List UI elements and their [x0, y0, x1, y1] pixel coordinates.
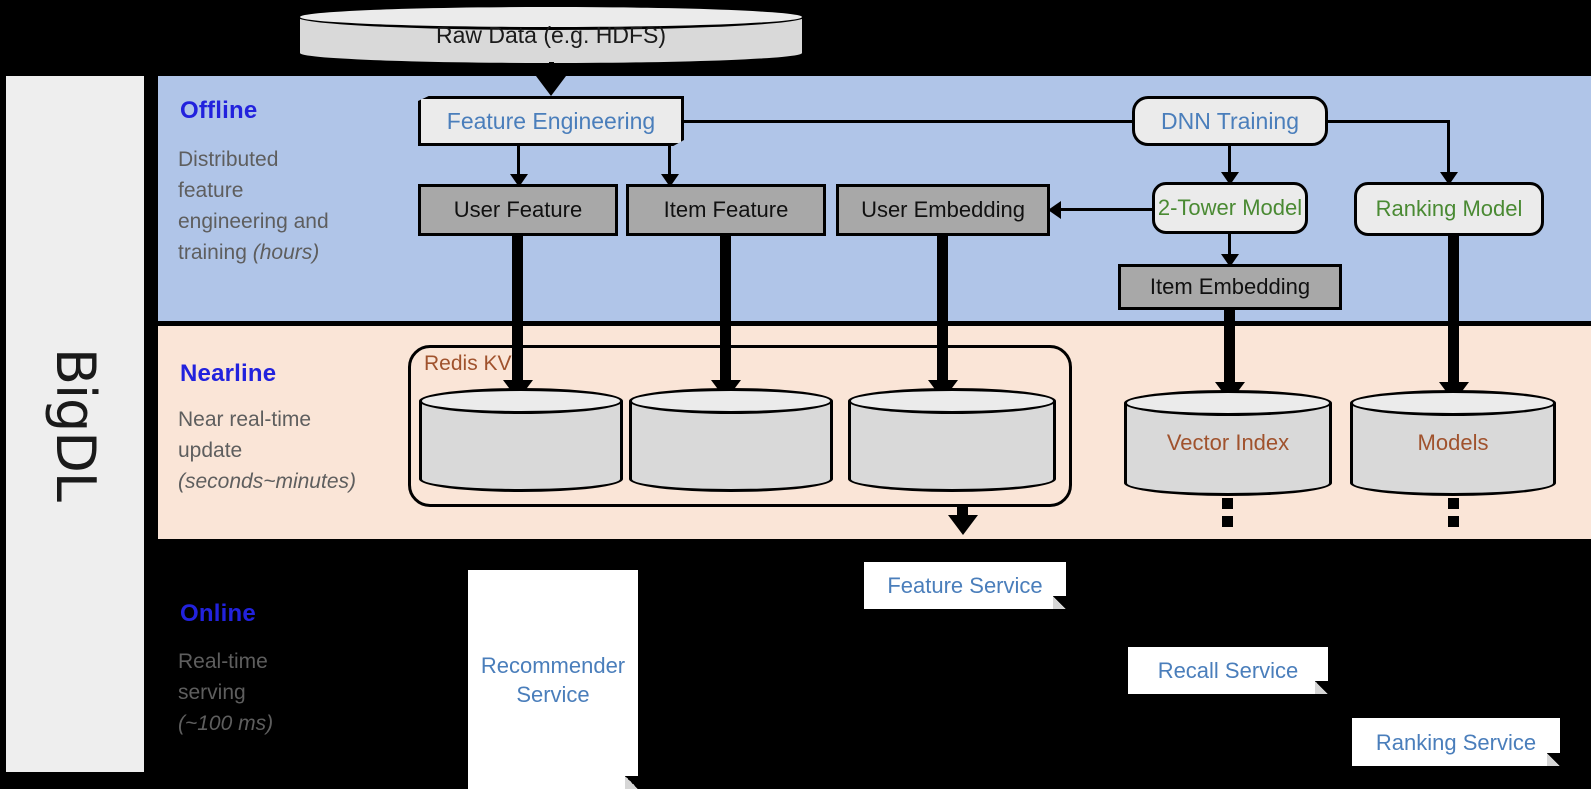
ranking-model-label: Ranking Model: [1375, 196, 1523, 221]
pipe-itemembedding-vectorindex: [1224, 310, 1235, 388]
arrowhead-redis-featureservice: [948, 515, 978, 535]
connector-rawdata-fe: [549, 62, 554, 84]
recommender-service-node[interactable]: Recommender Service: [468, 570, 638, 789]
recommender-service-label: Recommender Service: [480, 652, 626, 707]
connector-twotower-userembedding: [1052, 208, 1152, 211]
item-feature-label: Item Feature: [663, 197, 789, 222]
connector-twotower-itemembedding: [1228, 234, 1231, 262]
offline-title: Offline: [180, 97, 258, 124]
cylinder-body: [1124, 403, 1332, 483]
feature-engineering-node[interactable]: Feature Engineering: [418, 96, 684, 146]
nearline-desc-l2: update: [178, 439, 243, 462]
cylinder-top: [1124, 390, 1332, 416]
cylinder-top: [419, 388, 623, 414]
arrowhead-rawdata-fe: [536, 76, 566, 96]
item-feature-node[interactable]: Item Feature: [626, 184, 826, 236]
bigdl-label: BigDL: [43, 347, 107, 501]
offline-desc-l4-italic: (hours): [252, 241, 320, 264]
redis-store-3-label: [848, 388, 1056, 492]
offline-desc-l4: training: [178, 241, 253, 264]
vector-index-label: Vector Index: [1166, 430, 1290, 455]
models-cylinder[interactable]: Models: [1350, 390, 1556, 496]
offline-description: Distributed feature engineering and trai…: [178, 144, 378, 268]
online-description: Real-time serving (~100 ms): [178, 646, 398, 739]
online-desc-l3-italic: (~100 ms): [178, 712, 274, 735]
cylinder-top: [848, 388, 1056, 414]
cylinder-body: [848, 401, 1056, 479]
cylinder-top: [297, 4, 805, 30]
cylinder-top: [629, 388, 833, 414]
pipe-redis-featureservice: [957, 505, 968, 519]
connector-dnn-ranking-v: [1447, 120, 1450, 180]
ranking-model-node[interactable]: Ranking Model: [1354, 182, 1544, 236]
connector-dnn-ranking-h: [1328, 120, 1450, 123]
pipe-userfeature-store1: [512, 236, 523, 386]
vector-index-cylinder[interactable]: Vector Index: [1124, 390, 1332, 496]
redis-store-1[interactable]: [419, 388, 623, 492]
recall-service-label: Recall Service: [1157, 658, 1299, 683]
arrowhead-dnn-ranking: [1440, 172, 1458, 185]
redis-kv-label: Redis KV: [424, 352, 512, 375]
pipe-userembedding-store3: [937, 236, 948, 386]
user-feature-label: User Feature: [453, 197, 583, 222]
two-tower-model-node[interactable]: 2-Tower Model: [1152, 182, 1308, 234]
online-desc-l2: serving: [178, 681, 246, 704]
feature-service-label: Feature Service: [887, 573, 1043, 598]
cylinder-body: [629, 401, 833, 479]
ranking-service-label: Ranking Service: [1375, 729, 1537, 755]
redis-store-3[interactable]: [848, 388, 1056, 492]
user-embedding-label: User Embedding: [861, 197, 1025, 222]
nearline-desc-l3-italic: (seconds~minutes): [178, 470, 356, 493]
stub-vectorindex-1: [1222, 498, 1233, 509]
connector-dnn-twotower: [1228, 146, 1231, 178]
pipe-rankingmodel-models: [1448, 236, 1459, 388]
redis-store-2[interactable]: [629, 388, 833, 492]
recall-service-node[interactable]: Recall Service: [1128, 647, 1328, 694]
redis-store-2-label: [629, 388, 833, 492]
item-embedding-node[interactable]: Item Embedding: [1118, 264, 1342, 310]
dnn-training-node[interactable]: DNN Training: [1132, 96, 1328, 146]
user-feature-node[interactable]: User Feature: [418, 184, 618, 236]
feature-service-node[interactable]: Feature Service: [864, 562, 1066, 609]
nearline-title: Nearline: [180, 360, 277, 387]
stub-vectorindex-2: [1222, 516, 1233, 527]
stub-models-2: [1448, 516, 1459, 527]
offline-desc-l1: Distributed: [178, 148, 279, 171]
two-tower-model-label: 2-Tower Model: [1157, 195, 1303, 220]
feature-engineering-label: Feature Engineering: [446, 107, 656, 134]
pipe-itemfeature-store2: [720, 236, 731, 386]
online-title: Online: [180, 600, 256, 627]
raw-data-label: Raw Data (e.g. HDFS): [435, 21, 667, 48]
cylinder-top: [1350, 390, 1556, 416]
models-label: Models: [1417, 430, 1489, 455]
item-embedding-label: Item Embedding: [1149, 274, 1311, 299]
raw-data-cylinder: Raw Data (e.g. HDFS): [297, 4, 805, 66]
arrowhead-twotower-userembedding: [1048, 201, 1061, 219]
arrowhead-fe-userfeature: [510, 174, 528, 187]
online-desc-l1: Real-time: [178, 650, 268, 673]
offline-desc-l3: engineering and: [178, 210, 329, 233]
cylinder-body: [419, 401, 623, 479]
ranking-service-node[interactable]: Ranking Service: [1352, 718, 1560, 766]
nearline-description: Near real-time update (seconds~minutes): [178, 404, 408, 497]
arrowhead-fe-itemfeature: [661, 174, 679, 187]
stub-models-1: [1448, 498, 1459, 509]
cylinder-body: [1350, 403, 1556, 483]
connector-fe-itemfeature: [668, 146, 671, 180]
arrowhead-dnn-twotower: [1221, 172, 1239, 185]
bigdl-framework-rail: BigDL: [6, 76, 144, 772]
connector-fe-dnn: [684, 120, 1152, 123]
arrowhead-twotower-itemembedding: [1221, 254, 1239, 267]
offline-desc-l2: feature: [178, 179, 244, 202]
redis-kv-group: [408, 345, 1072, 507]
user-embedding-node[interactable]: User Embedding: [836, 184, 1050, 236]
redis-store-1-label: [419, 388, 623, 492]
connector-fe-userfeature: [517, 146, 520, 180]
nearline-desc-l1: Near real-time: [178, 408, 312, 431]
dnn-training-label: DNN Training: [1160, 107, 1300, 134]
